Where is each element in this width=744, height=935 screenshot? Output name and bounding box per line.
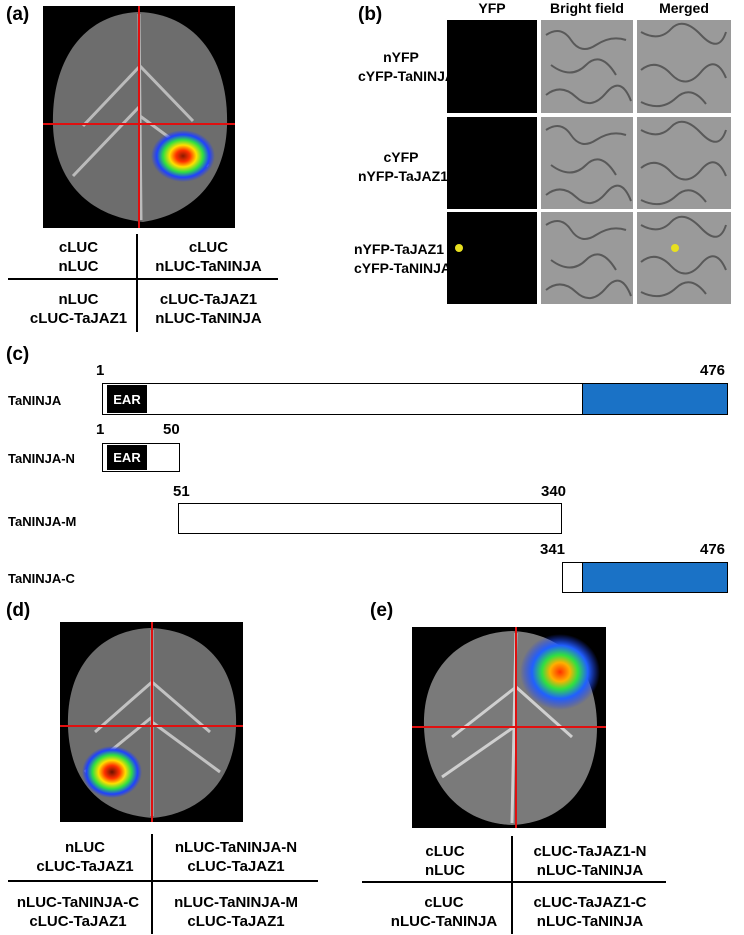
construct-name-n: TaNINJA-N: [8, 451, 75, 466]
panel-e-table-hline: [362, 881, 666, 883]
yfp-signal-spots: [455, 244, 679, 252]
construct-full-start: 1: [96, 362, 105, 379]
panel-a-label: (a): [6, 4, 30, 25]
panel-c-label: (c): [6, 344, 30, 365]
panel-a-leaf-image: [43, 6, 235, 228]
ear-domain-n: EAR: [107, 445, 147, 470]
panel-a-table-hline: [8, 278, 278, 280]
micrograph-yfp-row1: [447, 20, 537, 113]
luminescence-signal: [151, 130, 215, 182]
micrograph-bright-row1: [541, 20, 633, 113]
panel-d-leaf-image: [60, 622, 243, 822]
construct-name-c: TaNINJA-C: [8, 571, 75, 586]
panel-d-table-hline: [8, 880, 318, 882]
c-terminal-domain-c: [582, 562, 728, 593]
micrograph-yfp-row3: [447, 212, 537, 304]
bright-field-texture: [541, 20, 731, 304]
panel-b-col-yfp: YFP: [478, 0, 506, 16]
micrograph-yfp-row2: [447, 117, 537, 209]
construct-m-start: 51: [173, 483, 190, 500]
panel-b-col-bright-field: Bright field: [550, 0, 624, 16]
panel-e-label: (e): [370, 600, 394, 621]
construct-m-bar: [178, 503, 562, 534]
panel-a-table-vline: [136, 234, 138, 332]
construct-n-start: 1: [96, 421, 105, 438]
panel-e-table-vline: [511, 836, 513, 934]
panel-d-label: (d): [6, 600, 31, 621]
construct-full-end: 476: [700, 362, 726, 379]
luminescence-signal: [520, 634, 600, 710]
ear-domain-full: EAR: [107, 385, 147, 413]
construct-m-end: 340: [541, 483, 567, 500]
panel-d-table-vline: [151, 834, 153, 934]
luminescence-signal: [82, 746, 142, 798]
c-terminal-domain-full: [582, 383, 728, 415]
panel-b-label: (b): [358, 4, 383, 25]
construct-c-end: 476: [700, 541, 726, 558]
panel-b-col-merged: Merged: [659, 0, 709, 16]
construct-name-m: TaNINJA-M: [8, 514, 77, 529]
micrograph-merged-row3: [637, 212, 731, 304]
panel-e-leaf-image: [412, 627, 606, 828]
construct-name-full: TaNINJA: [8, 393, 62, 408]
construct-n-end: 50: [163, 421, 180, 438]
construct-c-start: 341: [540, 541, 566, 558]
